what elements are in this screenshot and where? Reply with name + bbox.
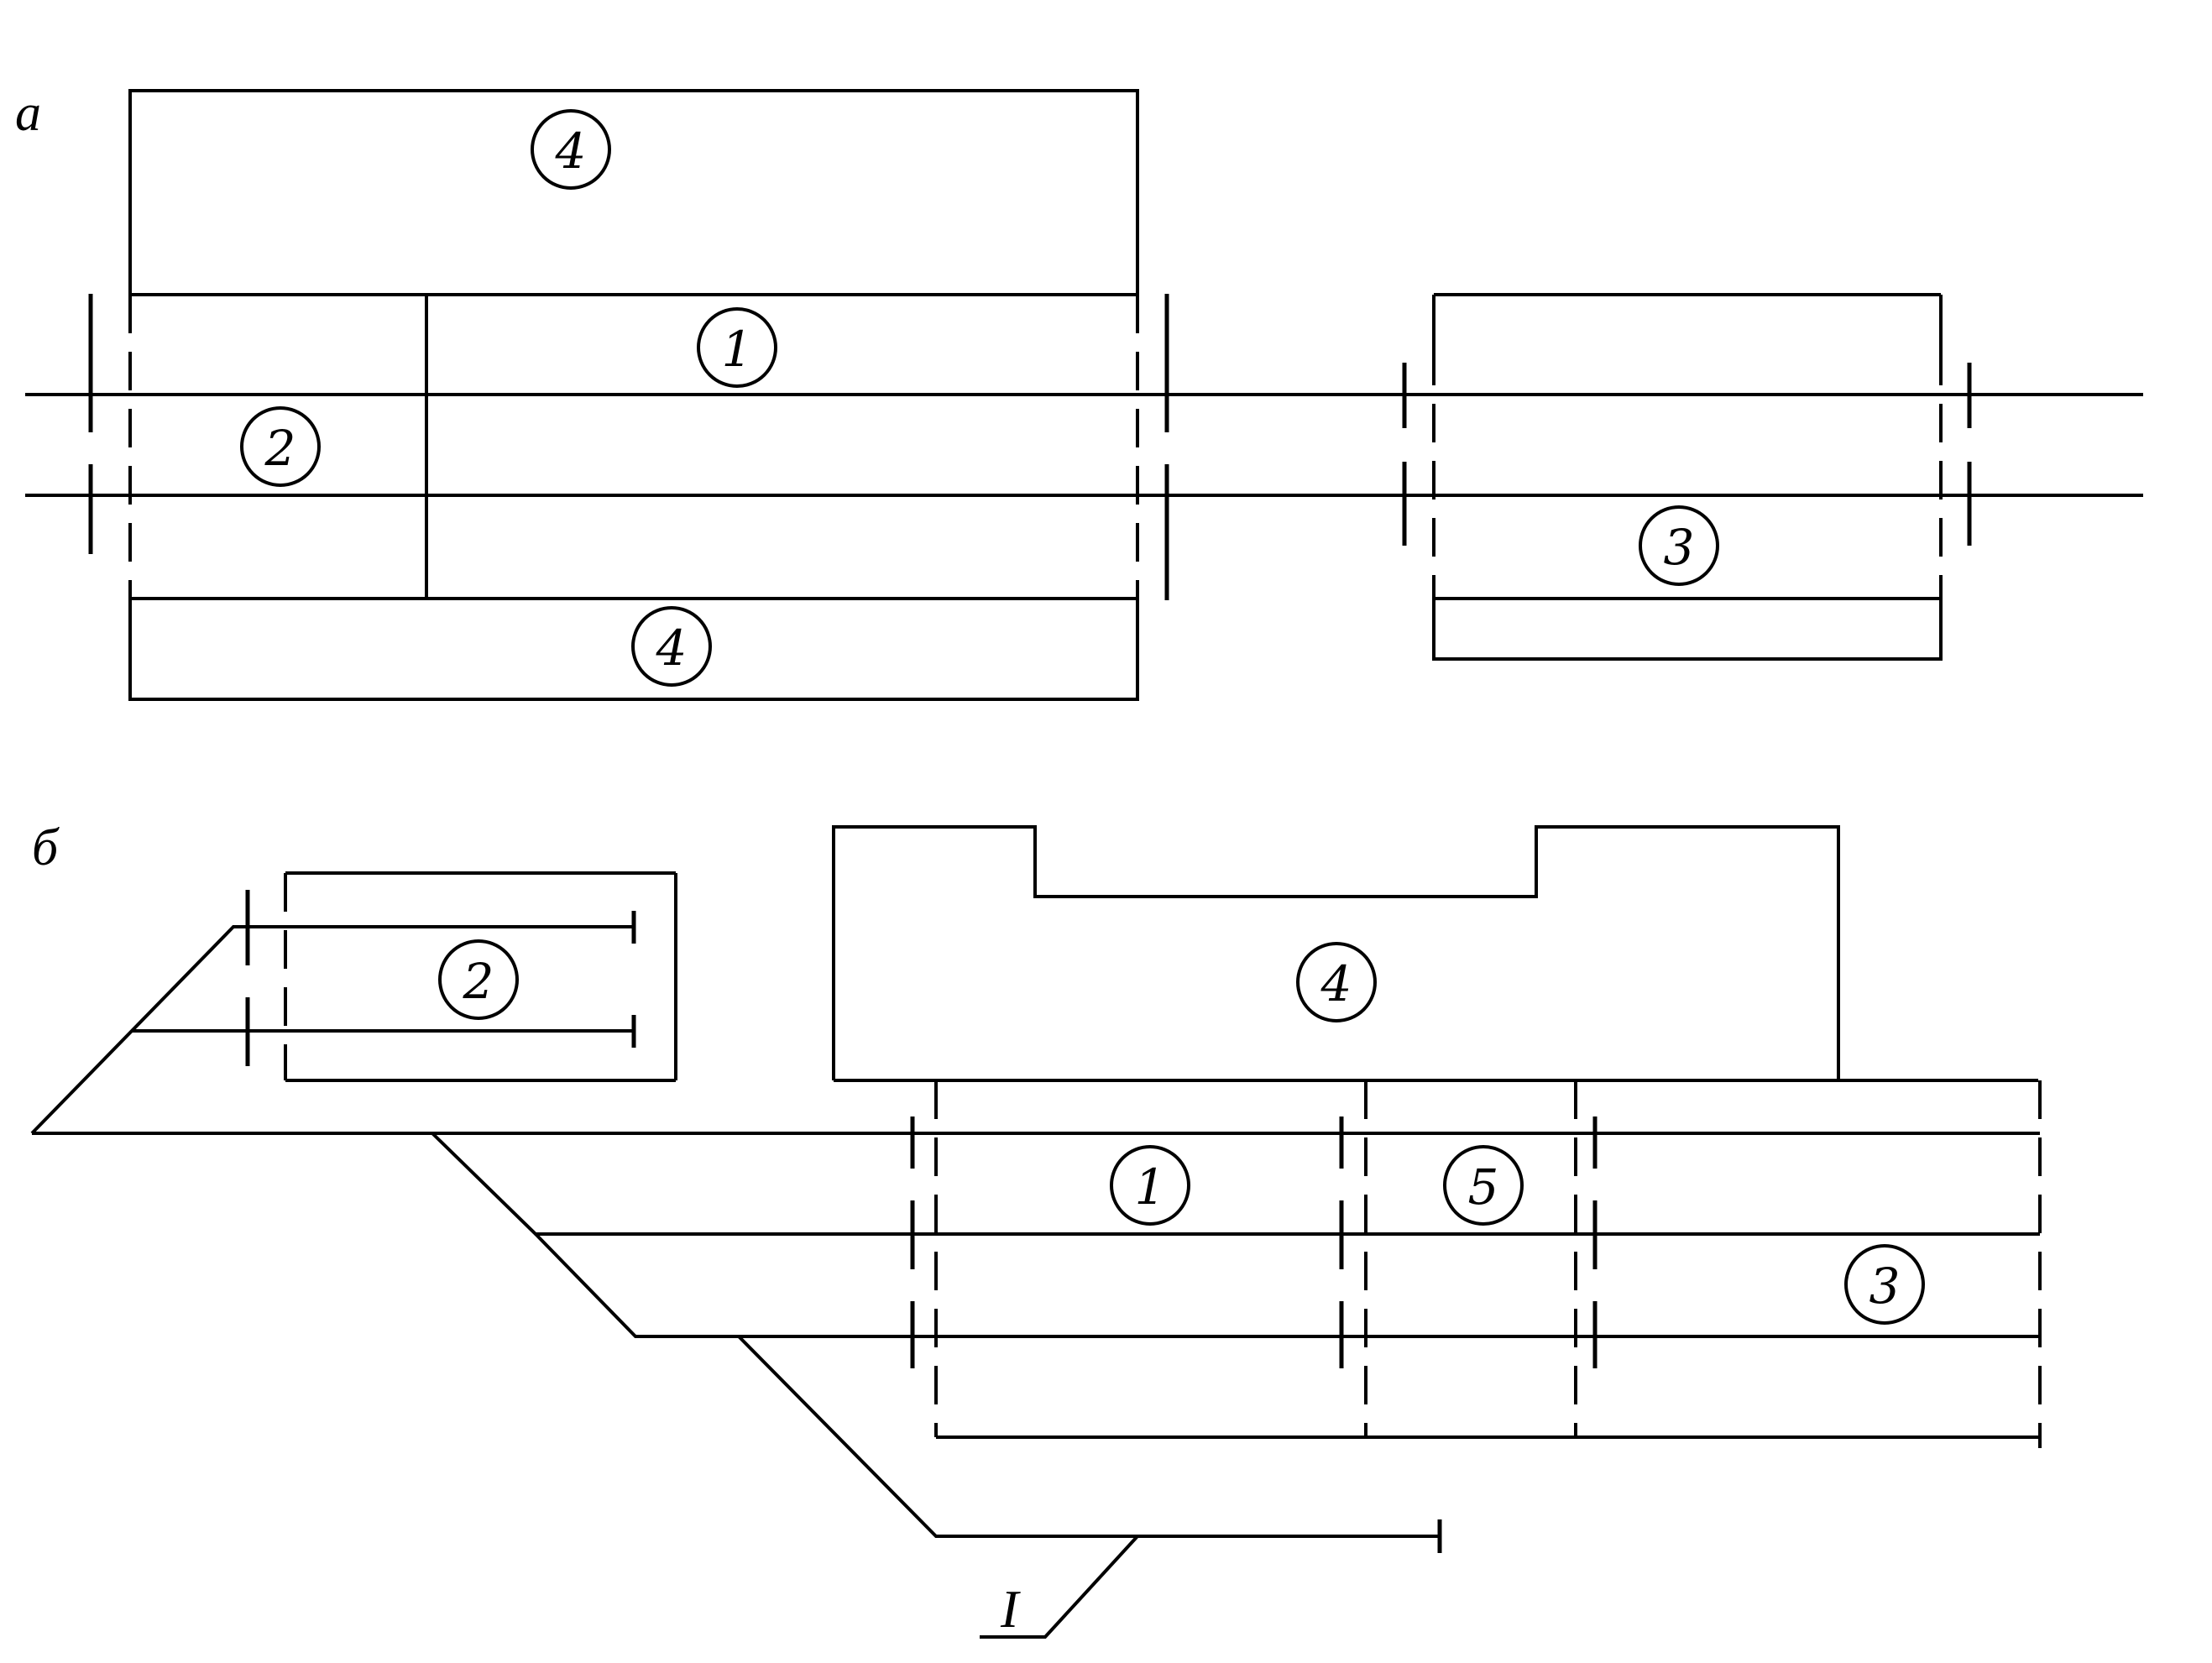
svg-text:3: 3 [1869,1258,1901,1315]
svg-text:2: 2 [463,953,494,1010]
panel-b-main-track-3 [534,1232,2040,1338]
svg-text:1: 1 [1135,1158,1166,1216]
panel-b-callout-label: I [1000,1579,1021,1639]
svg-text:3: 3 [1664,519,1695,576]
panel-b-siding-I [737,1335,1440,1538]
panel-b-main-track-2 [431,1132,2040,1236]
panel-a-label-4-top: 4 [531,109,611,190]
svg-text:4: 4 [555,123,587,180]
panel-b-label-1: 1 [1110,1145,1190,1226]
panel-a-block-4-bottom [128,597,1139,701]
panel-a-label-3: 3 [1639,505,1719,586]
svg-text:4: 4 [1320,955,1352,1012]
panel-a-block-3-bottom [1432,597,1943,661]
svg-text:1: 1 [722,321,753,378]
panel-b-label-4: 4 [1296,942,1377,1022]
panel-a-label-4-bottom: 4 [631,606,712,687]
svg-text:4: 4 [656,620,688,677]
panel-b-callout-leader [980,1535,1139,1639]
panel-a-label-2: 2 [240,406,321,487]
panel-a: а 4 1 [15,85,2143,701]
panel-a-label-1: 1 [697,307,777,388]
panel-b-block-4 [832,825,1840,1080]
panel-b-label-3: 3 [1844,1244,1925,1325]
panel-b-label-2: 2 [438,939,519,1020]
panel-b-track-2-upper [30,925,634,1135]
panel-b-letter: б [32,819,60,876]
panel-a-letter: а [15,85,41,142]
panel-b-label-5: 5 [1443,1145,1524,1226]
panel-a-block-4-top [128,89,1139,296]
svg-text:5: 5 [1468,1158,1499,1216]
panel-b: б [30,819,2042,1639]
svg-text:2: 2 [264,420,296,477]
